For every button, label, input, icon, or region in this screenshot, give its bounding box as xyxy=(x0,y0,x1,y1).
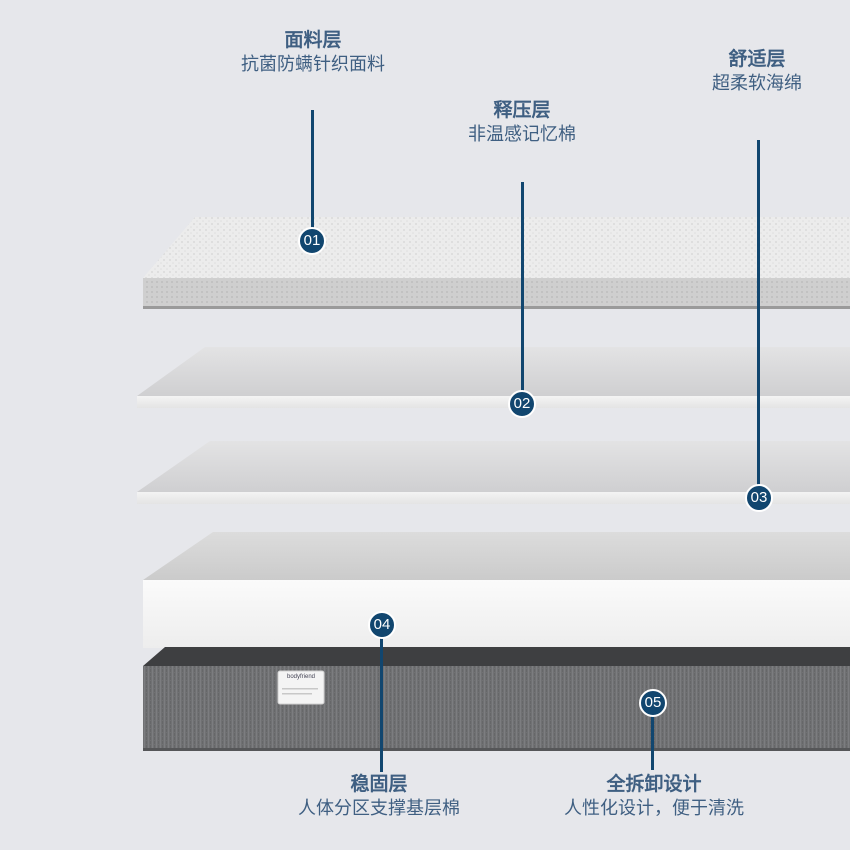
layer-02-shape xyxy=(137,347,850,408)
connector-line-03 xyxy=(757,140,760,486)
badge-01: 01 xyxy=(298,227,326,255)
layer-01-subtitle: 抗菌防螨针织面料 xyxy=(241,54,385,75)
layer-02-title: 释压层 xyxy=(493,99,551,121)
layer-03-shape xyxy=(137,441,850,504)
label-02: 释压层 非温感记忆棉 xyxy=(402,98,642,148)
connector-line-05 xyxy=(651,712,654,770)
brand-tag: bodyfriend xyxy=(286,674,316,680)
layer-04-title: 稳固层 xyxy=(350,773,408,795)
connector-line-01 xyxy=(311,110,314,228)
brand-tag-shape xyxy=(277,670,325,705)
layer-04-shape xyxy=(143,532,850,648)
label-05: 全拆卸设计 人性化设计，便于清洗 xyxy=(534,772,774,822)
layer-03-title: 舒适层 xyxy=(728,48,786,70)
label-01: 面料层 抗菌防螨针织面料 xyxy=(193,28,433,78)
layer-04-subtitle: 人体分区支撑基层棉 xyxy=(298,798,460,819)
layer-05-subtitle: 人性化设计，便于清洗 xyxy=(564,798,744,819)
label-04: 稳固层 人体分区支撑基层棉 xyxy=(259,772,499,822)
label-03: 舒适层 超柔软海绵 xyxy=(637,47,850,97)
badge-02: 02 xyxy=(508,390,536,418)
badge-04: 04 xyxy=(368,611,396,639)
connector-line-04 xyxy=(380,632,383,772)
layer-01-title: 面料层 xyxy=(284,29,342,51)
layer-05-title: 全拆卸设计 xyxy=(606,773,702,795)
layer-03-subtitle: 超柔软海绵 xyxy=(712,73,802,94)
layer-02-subtitle: 非温感记忆棉 xyxy=(468,124,576,145)
connector-line-02 xyxy=(521,182,524,392)
layer-05-shape xyxy=(143,647,850,751)
badge-03: 03 xyxy=(745,484,773,512)
badge-05: 05 xyxy=(639,689,667,717)
layer-01-shape xyxy=(143,217,850,309)
